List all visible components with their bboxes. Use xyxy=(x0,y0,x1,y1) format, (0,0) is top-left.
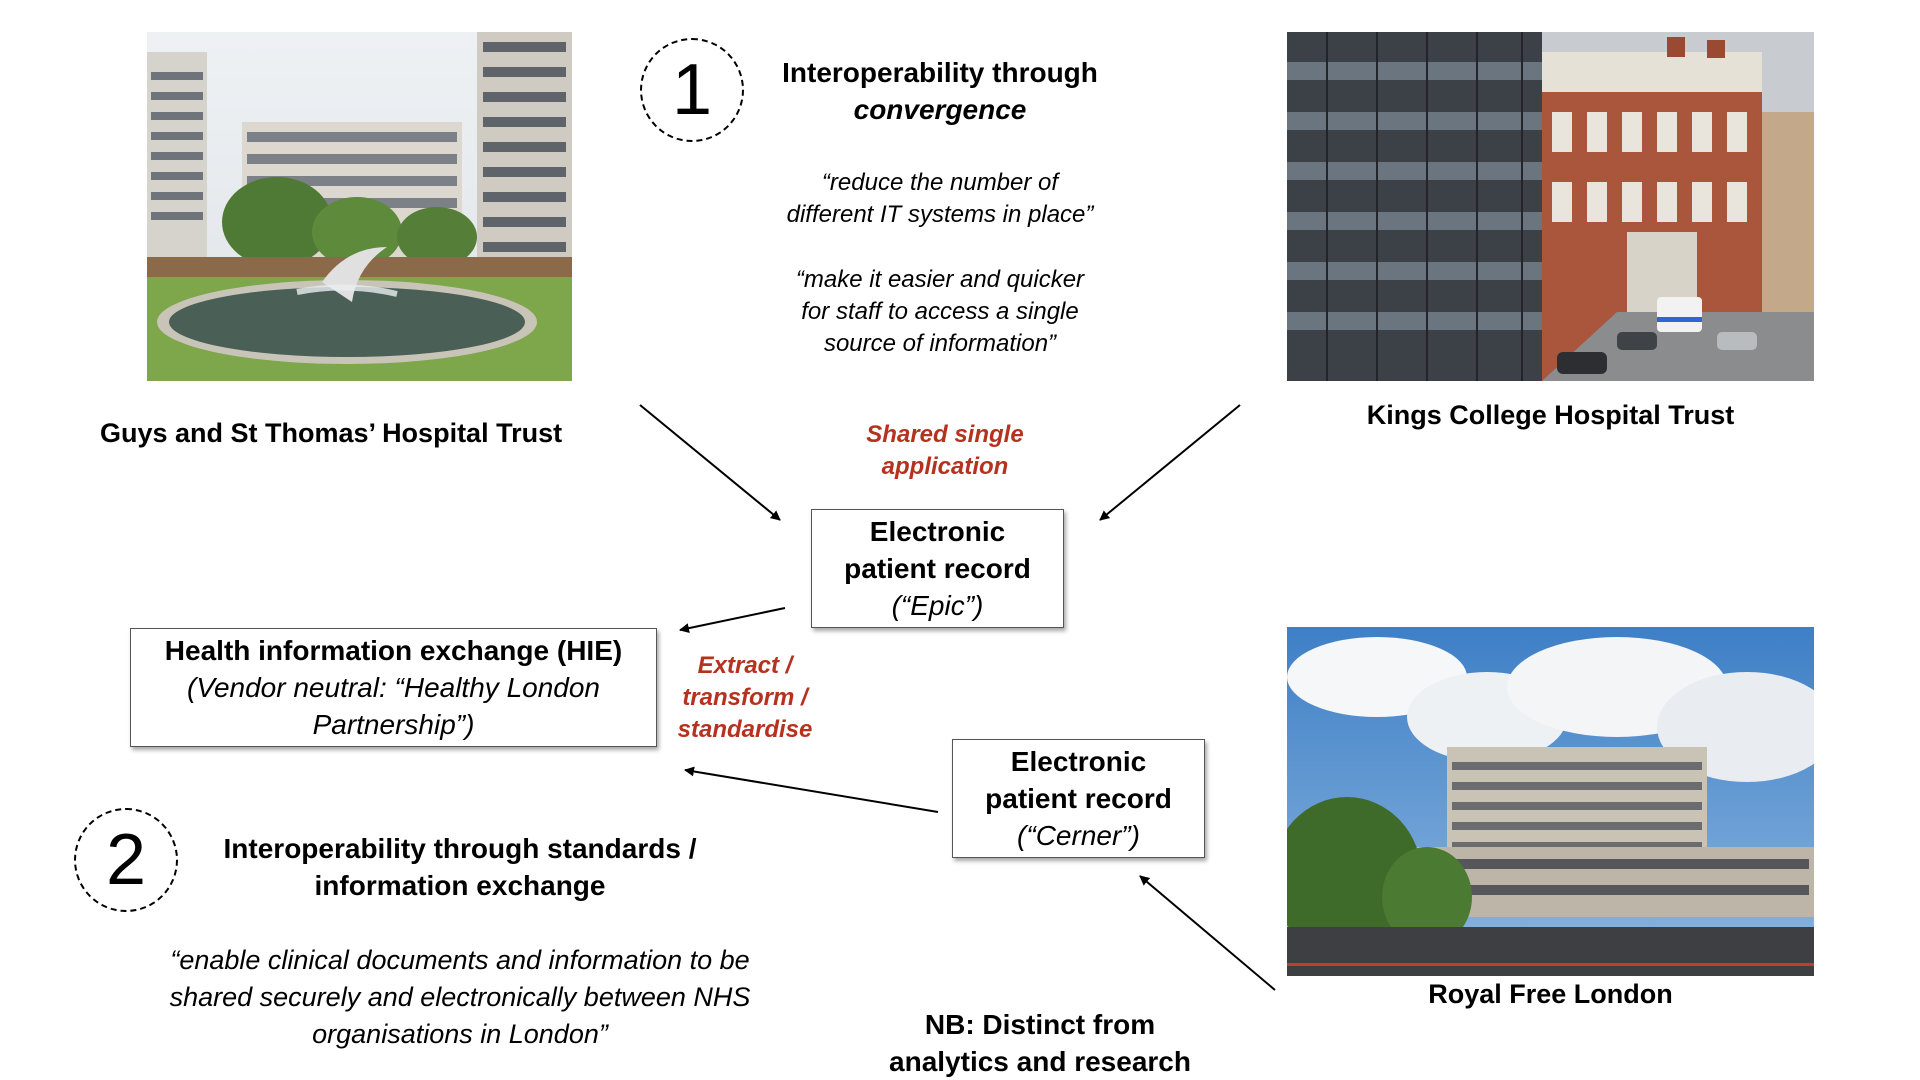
section-1-quote-2-line3: source of information” xyxy=(823,330,1057,357)
analytics-note: NB: Distinct from analytics and research xyxy=(840,1006,1240,1080)
section-2-title-line1: Interoperability through standards / xyxy=(223,833,697,864)
section-2-number-text: 2 xyxy=(105,820,147,900)
cerner-box-line2: patient record xyxy=(985,783,1172,814)
etl-label: Extract / transform / standardise xyxy=(660,650,830,746)
section-1-title-line1: Interoperability through xyxy=(782,57,1098,88)
arrow-kings-to-epic xyxy=(1099,404,1241,521)
arrow-royal-free-to-cerner xyxy=(1139,875,1276,991)
epic-box-line3: (“Epic”) xyxy=(891,590,984,621)
cerner-record-box: Electronic patient record (“Cerner”) xyxy=(952,739,1205,858)
section-1-title-line2: convergence xyxy=(853,94,1027,125)
royal-free-hospital-photo xyxy=(1287,627,1814,976)
shared-label-line1: Shared single xyxy=(866,421,1024,448)
section-2-quote: “enable clinical documents and informati… xyxy=(110,942,810,1053)
hie-box-line1: Health information exchange (HIE) xyxy=(164,635,623,666)
etl-label-line1: Extract / xyxy=(697,652,793,679)
kings-college-hospital-photo xyxy=(1287,32,1814,381)
section-1-number-text: 1 xyxy=(671,50,713,130)
hie-box-line3: Partnership”) xyxy=(312,709,475,740)
section-1-quote-2: “make it easier and quicker for staff to… xyxy=(740,264,1140,360)
epic-record-box: Electronic patient record (“Epic”) xyxy=(811,509,1064,628)
section-2-title-line2: information exchange xyxy=(314,870,606,901)
section-2-number: 2 xyxy=(74,808,178,912)
section-1-quote-2-line2: for staff to access a single xyxy=(801,298,1079,325)
arrow-cerner-to-hie xyxy=(684,766,939,813)
hie-box-line2: (Vendor neutral: “Healthy London xyxy=(187,672,600,703)
section-1-quote-1: “reduce the number of different IT syste… xyxy=(740,167,1140,231)
section-1-number: 1 xyxy=(640,38,744,142)
note-line2: analytics and research xyxy=(889,1046,1191,1077)
shared-single-application-label: Shared single application xyxy=(820,419,1070,483)
section-2-quote-line3: organisations in London” xyxy=(312,1019,608,1049)
kings-hospital-label: Kings College Hospital Trust xyxy=(1366,400,1735,430)
section-1-quote-1-line2: different IT systems in place” xyxy=(786,201,1094,228)
etl-label-line3: standardise xyxy=(677,716,813,743)
guys-hospital-photo xyxy=(147,32,572,381)
hie-box: Health information exchange (HIE) (Vendo… xyxy=(130,628,657,747)
arrow-epic-to-hie xyxy=(679,607,786,634)
section-1-quote-2-line1: “make it easier and quicker xyxy=(795,266,1085,293)
section-1-quote-1-line1: “reduce the number of xyxy=(821,169,1059,196)
cerner-box-line1: Electronic xyxy=(1010,746,1147,777)
etl-label-line2: transform / xyxy=(682,684,808,711)
section-2-quote-line2: shared securely and electronically betwe… xyxy=(169,982,751,1012)
cerner-box-line3: (“Cerner”) xyxy=(1017,820,1140,851)
shared-label-line2: application xyxy=(881,453,1009,480)
epic-box-line1: Electronic xyxy=(869,516,1006,547)
guys-hospital-label: Guys and St Thomas’ Hospital Trust xyxy=(100,418,563,448)
note-line1: NB: Distinct from xyxy=(924,1009,1156,1040)
section-1-title: Interoperability through convergence xyxy=(740,54,1140,128)
section-2-title: Interoperability through standards / inf… xyxy=(190,830,730,904)
section-2-quote-line1: “enable clinical documents and informati… xyxy=(170,945,750,975)
royal-free-label: Royal Free London xyxy=(1428,979,1673,1009)
epic-box-line2: patient record xyxy=(844,553,1031,584)
arrow-guys-to-epic xyxy=(639,404,781,521)
